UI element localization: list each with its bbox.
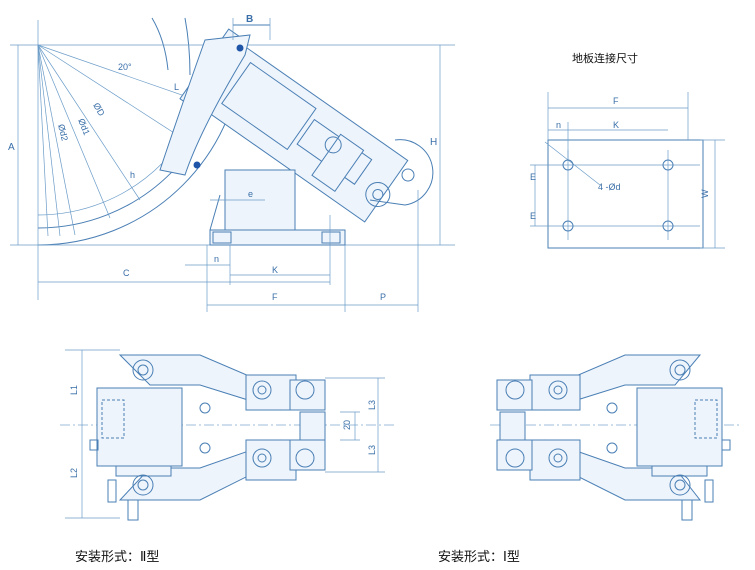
label-gap: 20 (342, 420, 352, 430)
label-L2: L2 (69, 468, 79, 478)
label-L1: L1 (69, 385, 79, 395)
label-L3-lower: L3 (367, 445, 377, 455)
side-view: B 20° L ØD Ød1 Ød2 h A H e n K C F P (8, 14, 455, 312)
label-H: H (430, 137, 437, 148)
label-h: h (130, 170, 135, 180)
label-D: ØD (91, 101, 107, 118)
plate-label-E1: E (530, 172, 536, 182)
label-C: C (123, 268, 130, 278)
label-L3-upper: L3 (367, 400, 377, 410)
floor-plate-title: 地板连接尺寸 (572, 51, 638, 65)
label-F: F (272, 292, 278, 302)
type-i-view (490, 354, 740, 521)
label-B: B (246, 14, 253, 25)
label-e: e (248, 189, 253, 199)
plate-label-F: F (613, 96, 619, 106)
caption-type-ii: 安装形式：Ⅱ型 (75, 550, 160, 565)
label-A: A (8, 142, 15, 153)
plate-label-E2: E (530, 211, 536, 221)
plate-label-W: W (700, 189, 710, 198)
plate-label-holes: 4 -Ød (598, 182, 621, 192)
label-L: L (174, 82, 179, 92)
caption-type-i: 安装形式：Ⅰ型 (438, 550, 520, 565)
label-d2: Ød2 (56, 123, 70, 142)
label-n: n (214, 254, 219, 264)
type-ii-view: L1 L2 L3 L3 20 (60, 349, 395, 521)
label-P: P (380, 292, 386, 302)
plate-label-K: K (613, 120, 619, 130)
plate-label-n: n (556, 120, 561, 130)
label-d1: Ød1 (76, 117, 92, 137)
label-K: K (272, 265, 278, 275)
floor-plate-view: 地板连接尺寸 F n K E E W 4 -Ød (530, 51, 725, 249)
label-angle: 20° (118, 62, 132, 72)
